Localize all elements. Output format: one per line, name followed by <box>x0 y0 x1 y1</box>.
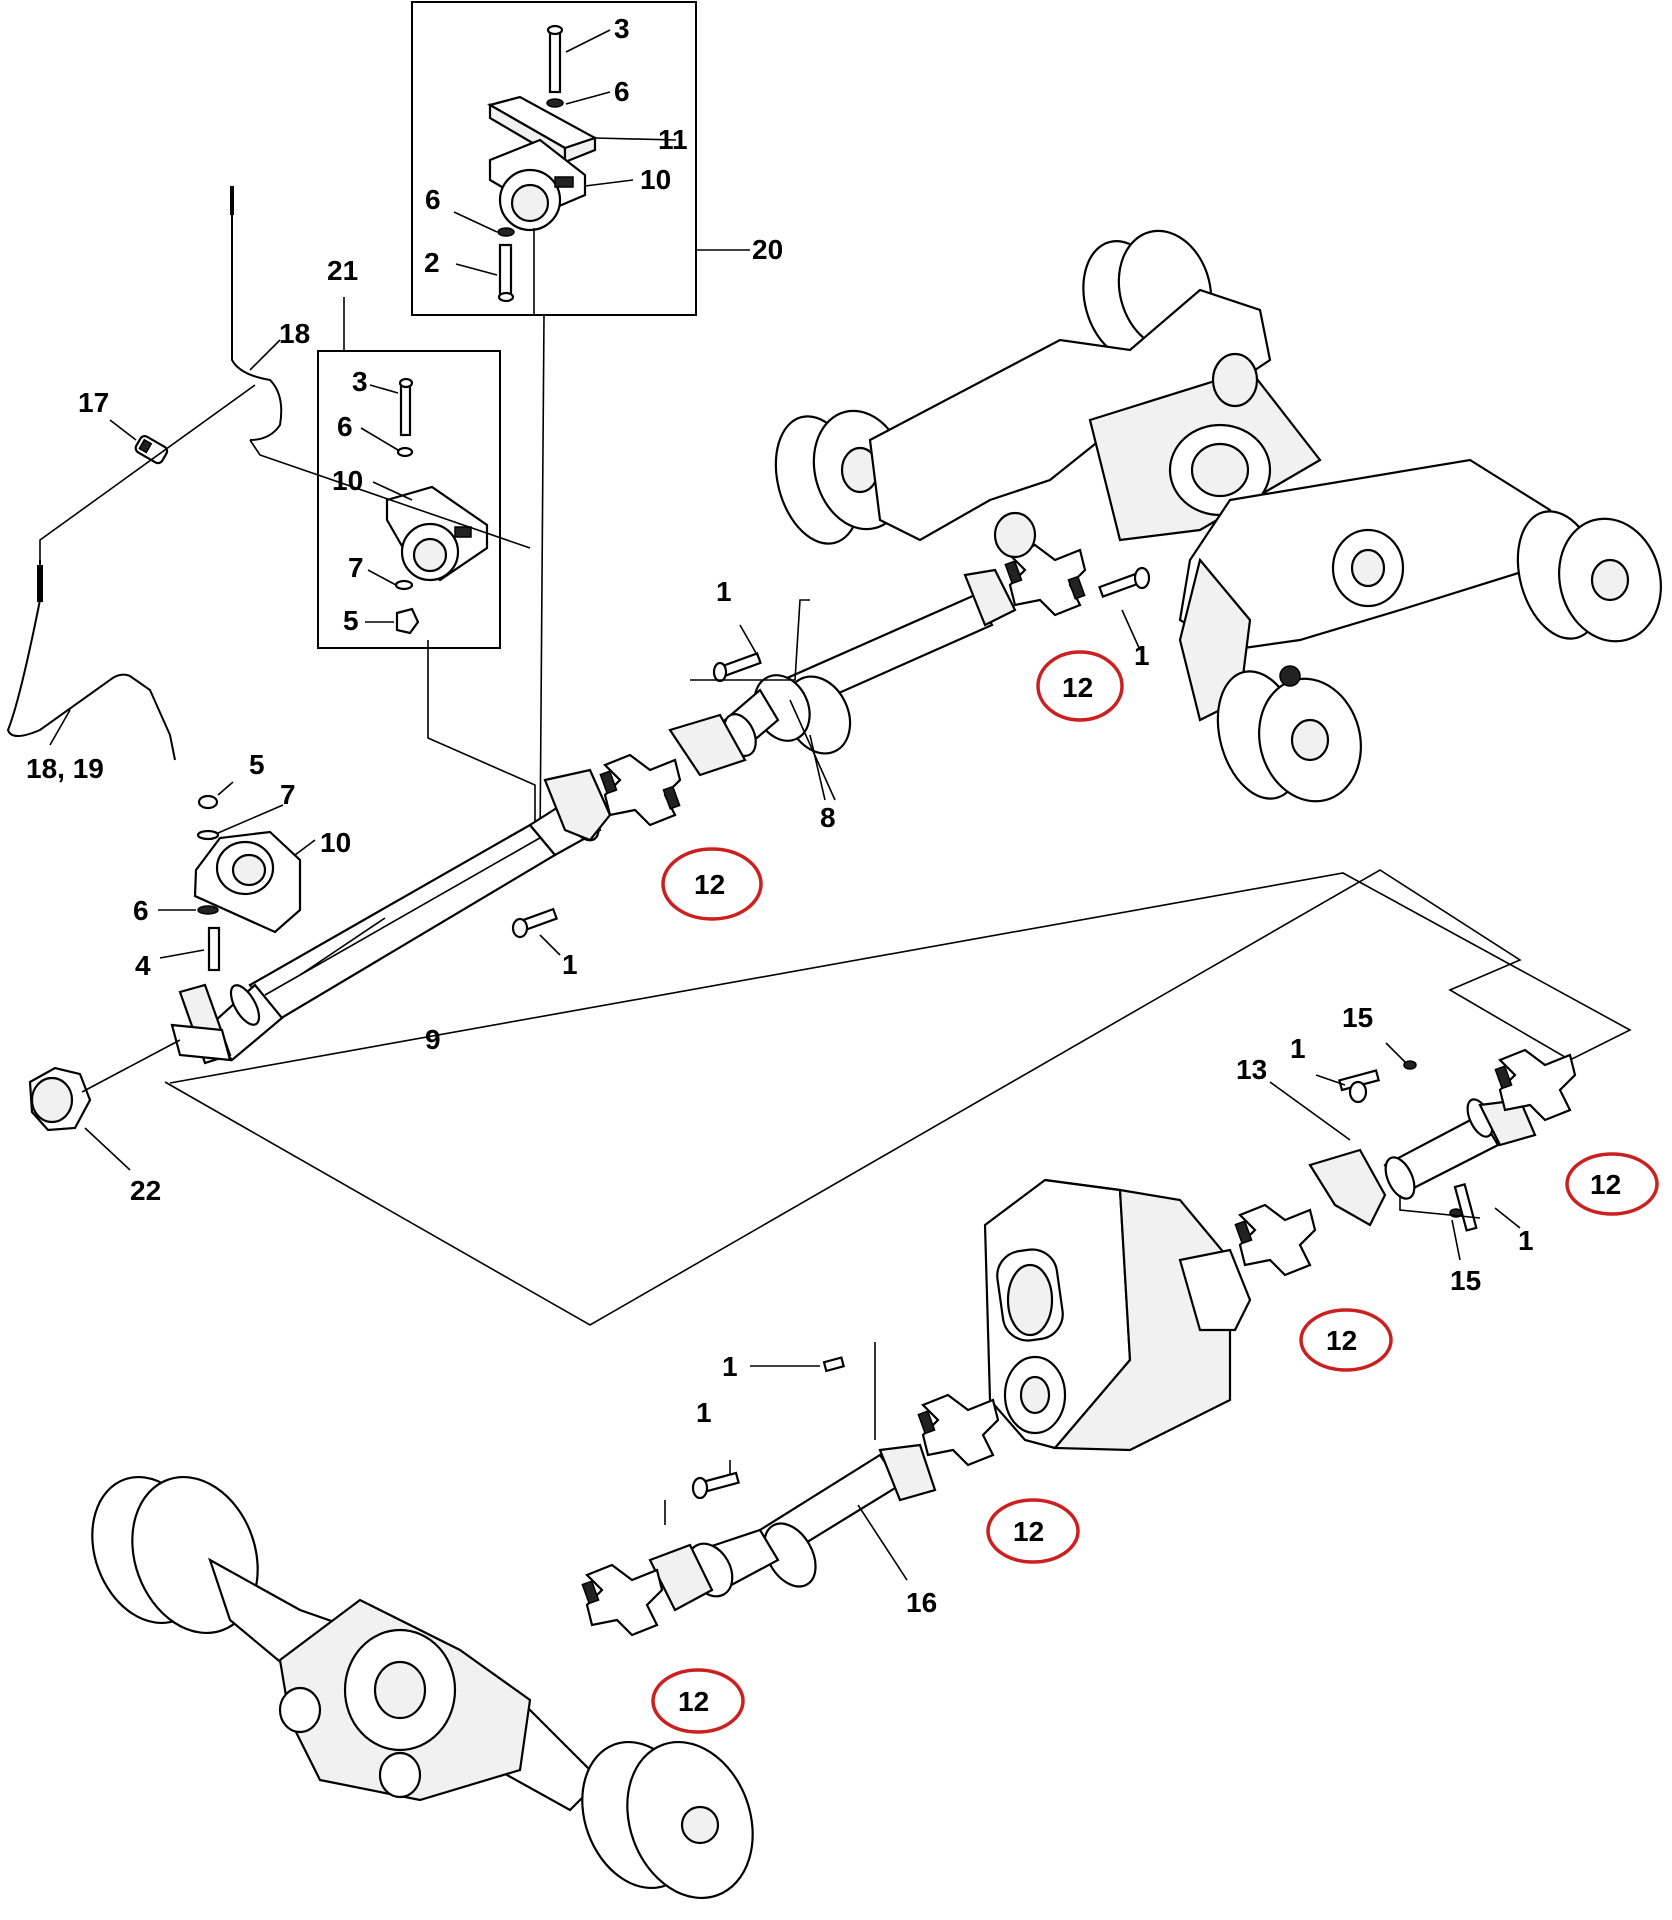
connector-17 <box>134 435 169 465</box>
bearing-10-upper <box>488 138 587 232</box>
callout-1-b: 1 <box>1134 640 1150 671</box>
callout-7-mid: 7 <box>348 552 364 583</box>
washer-7-mid <box>394 579 414 591</box>
highlight-circle-1 <box>1036 650 1124 722</box>
callout-12-f: 12 <box>678 1686 709 1717</box>
callout-3-mid: 3 <box>352 366 368 397</box>
callout-1-g: 1 <box>696 1397 712 1428</box>
drive-shaft-9 <box>170 768 612 1065</box>
highlight-circle-3 <box>1565 1152 1659 1216</box>
callout-11: 11 <box>658 124 688 155</box>
callout-15-b: 15 <box>1450 1265 1481 1296</box>
callout-10-mid: 10 <box>332 465 363 496</box>
callout-8: 8 <box>820 802 836 833</box>
coupler-12-b <box>1004 543 1087 617</box>
callout-1-d: 1 <box>1290 1033 1306 1064</box>
support-bearing-10-lower <box>158 781 316 972</box>
callout-18-19: 18, 19 <box>26 753 104 784</box>
callout-16: 16 <box>906 1587 937 1618</box>
drive-shaft-16 <box>648 1342 937 1612</box>
highlight-circle-6 <box>651 1668 745 1734</box>
bearing-10-mid <box>385 485 489 582</box>
callout-12-b: 12 <box>694 869 725 900</box>
callout-3-upper: 3 <box>614 13 630 44</box>
callout-21: 21 <box>327 255 358 286</box>
callout-6-mid: 6 <box>337 411 353 442</box>
callout-12-a: 12 <box>1062 672 1093 703</box>
callout-12-e: 12 <box>1013 1516 1044 1547</box>
coupler-12-f <box>581 1563 664 1637</box>
callout-5-lower: 5 <box>249 749 265 780</box>
bolt-2 <box>497 243 515 303</box>
callout-1-f: 1 <box>722 1351 738 1382</box>
callout-6-lower: 6 <box>133 895 149 926</box>
callout-1-a: 1 <box>716 576 732 607</box>
drive-shaft-8 <box>668 568 1017 801</box>
transfer-case <box>983 1178 1252 1452</box>
cap-22 <box>28 1039 181 1171</box>
coupler-12-e <box>917 1393 1000 1467</box>
callout-1-e: 1 <box>1518 1225 1534 1256</box>
assembly-outline <box>164 869 1632 1326</box>
callout-22: 22 <box>130 1175 161 1206</box>
callout-18: 18 <box>279 318 310 349</box>
callout-17: 17 <box>78 387 109 418</box>
callout-10-upper: 10 <box>640 164 671 195</box>
coupler-12-c <box>1494 1048 1577 1122</box>
detail-box-21 <box>317 297 545 846</box>
bolt-3-upper <box>546 24 564 94</box>
callout-9: 9 <box>425 1024 441 1055</box>
callout-6-box20: 6 <box>425 184 441 215</box>
highlight-circle-4 <box>1299 1308 1393 1372</box>
callout-5-mid: 5 <box>343 605 359 636</box>
coupler-12-a <box>599 753 682 827</box>
highlight-circle-5 <box>986 1498 1080 1564</box>
rear-tandem-axle <box>774 229 1662 803</box>
washer-15-a <box>1403 1060 1417 1070</box>
callout-labels: 3 6 11 10 6 2 20 21 18 17 3 6 10 7 5 1 1… <box>26 13 1621 1717</box>
highlight-circle-2 <box>661 847 763 921</box>
grease-hose-assembly <box>6 186 531 761</box>
shaft-13 <box>1269 1042 1537 1261</box>
washer-6-mid <box>396 446 414 458</box>
washer-6-upper <box>546 98 564 108</box>
washer-6-lower-left <box>197 905 219 915</box>
nut-5-lower <box>197 794 219 810</box>
front-axle <box>91 1475 754 1900</box>
bolt-4 <box>207 926 221 972</box>
highlight-circles <box>651 650 1659 1734</box>
callout-13: 13 <box>1236 1054 1267 1085</box>
callout-1-c: 1 <box>562 949 578 980</box>
callout-20: 20 <box>752 234 783 265</box>
callout-2: 2 <box>424 247 440 278</box>
callout-15-a: 15 <box>1342 1002 1373 1033</box>
bolt-3-mid <box>398 377 414 437</box>
washer-7-lower <box>196 829 220 841</box>
nut-5-mid <box>395 607 420 635</box>
bolt-1-upper-group <box>511 566 1151 956</box>
callout-6-upper: 6 <box>614 76 630 107</box>
washer-6-lower <box>497 227 515 237</box>
detail-box-20 <box>411 1 750 316</box>
callout-12-c: 12 <box>1590 1169 1621 1200</box>
callout-12-d: 12 <box>1326 1325 1357 1356</box>
callout-7-lower: 7 <box>280 779 296 810</box>
coupler-12-d <box>1234 1203 1317 1277</box>
callout-4: 4 <box>135 950 151 981</box>
callout-10-lower: 10 <box>320 827 351 858</box>
